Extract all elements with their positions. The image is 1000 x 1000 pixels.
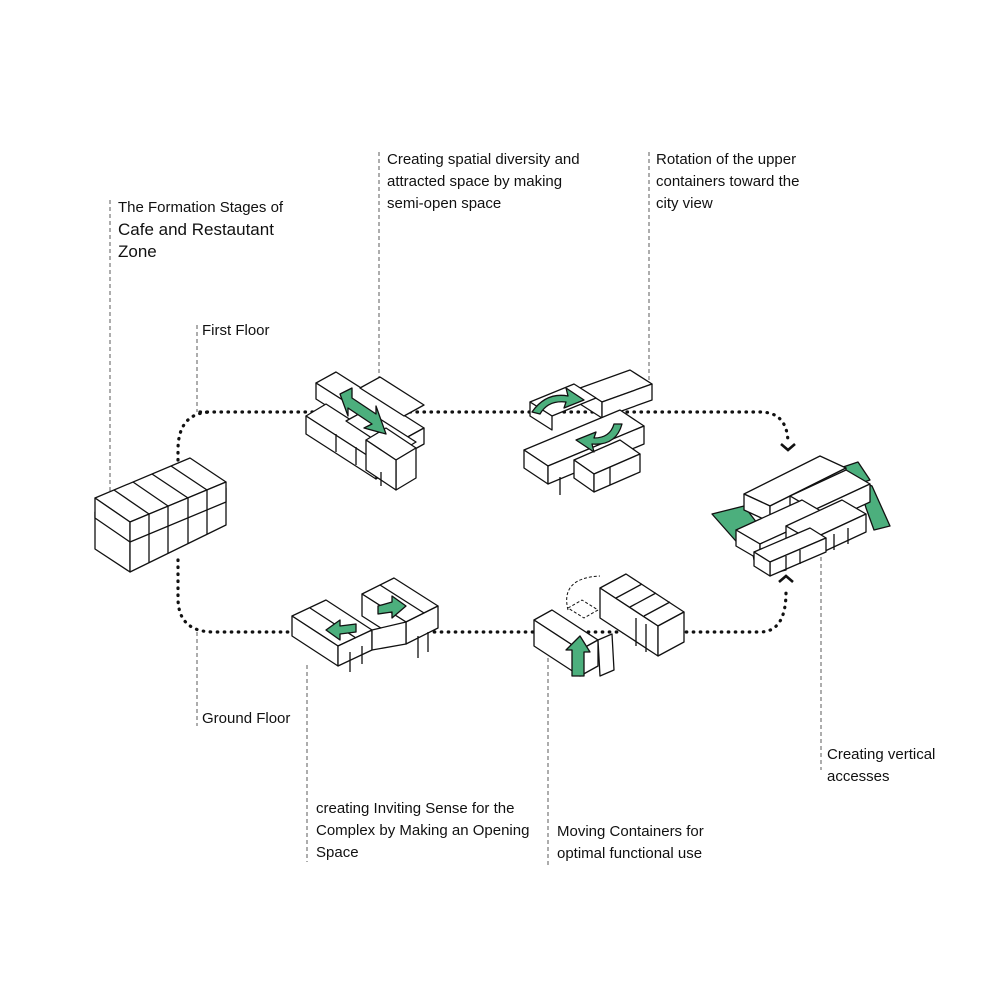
chevron-icon	[778, 574, 794, 583]
label-line: Moving Containers for	[557, 823, 704, 840]
label-line: optimal functional use	[557, 845, 703, 862]
circulation-path	[198, 410, 790, 446]
title-line: The Formation Stages of	[118, 199, 284, 216]
final-composition	[711, 455, 891, 577]
label-line: containers toward the	[656, 173, 800, 190]
rotation-arrow-icon	[531, 387, 585, 415]
moving-containers	[533, 573, 685, 677]
label-line: city view	[656, 195, 713, 212]
rotation-label: Rotation of the upper containers toward …	[656, 149, 799, 215]
label-line: attracted space by making	[387, 173, 563, 190]
spatial-diversity-label: Creating spatial diversity and attracted…	[387, 149, 580, 215]
title-line: Cafe and Restautant	[118, 220, 274, 239]
moving-trace	[566, 575, 601, 611]
label-line: Rotation of the upper	[656, 151, 797, 168]
label-line: Creating spatial diversity and	[387, 151, 580, 168]
ground-floor-label: Ground Floor	[202, 708, 290, 730]
double-arrow-icon	[325, 619, 357, 641]
rotated-containers	[523, 369, 653, 495]
moving-containers-label: Moving Containers for optimal functional…	[557, 821, 704, 865]
initial-container-stack	[94, 457, 227, 573]
opening-space-containers	[291, 577, 439, 672]
vertical-access-label: Creating vertical accesses	[827, 744, 935, 788]
inviting-sense-label: creating Inviting Sense for the Complex …	[316, 798, 529, 864]
label-line: accesses	[827, 768, 890, 785]
label-line: Creating vertical	[827, 746, 936, 763]
label-line: First Floor	[202, 322, 270, 339]
label-line: Space	[316, 844, 359, 861]
label-line: Ground Floor	[202, 710, 291, 727]
rotation-arrow-icon	[575, 423, 623, 453]
label-line: semi-open space	[387, 195, 502, 212]
title-line: Zone	[118, 242, 157, 261]
label-line: Complex by Making an Opening	[316, 822, 530, 839]
circulation-path	[176, 558, 788, 634]
semi-open-containers	[305, 371, 425, 491]
chevron-icon	[780, 443, 796, 452]
double-arrow-icon	[565, 635, 591, 677]
label-line: creating Inviting Sense for the	[316, 800, 515, 817]
first-floor-label: First Floor	[202, 320, 270, 342]
double-arrow-icon	[339, 387, 387, 435]
double-arrow-icon	[377, 595, 407, 619]
diagram-title: The Formation Stages of Cafe and Restaut…	[118, 197, 283, 263]
